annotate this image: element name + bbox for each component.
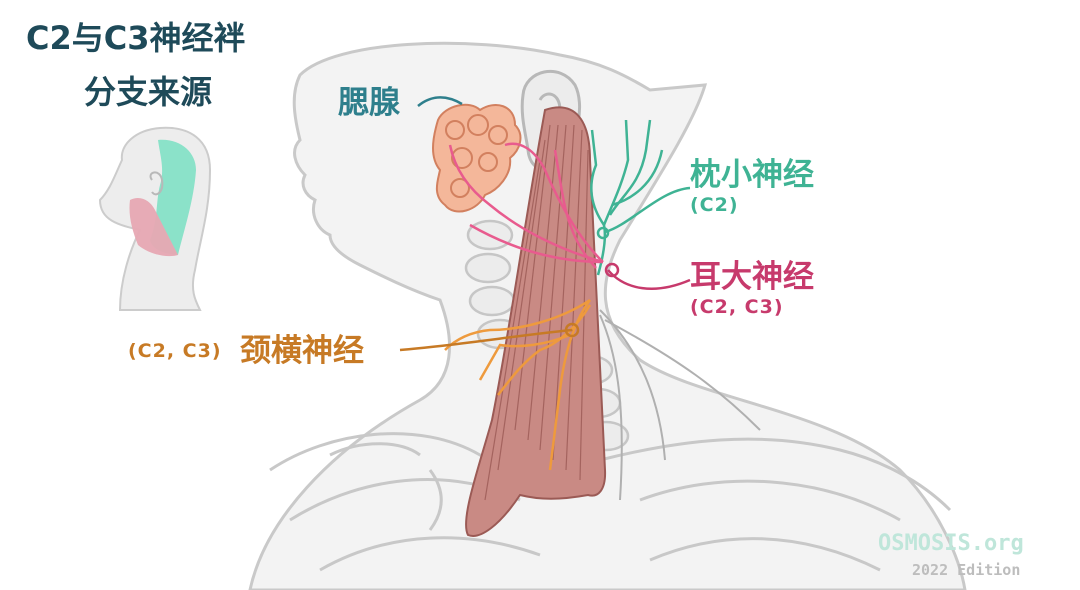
thumbnail-head-diagram	[98, 126, 212, 311]
osmosis-logo-text: OSMOSIS.org	[878, 531, 1024, 556]
parotid-label: 腮腺	[338, 85, 400, 121]
lesser-occipital-nerve	[590, 119, 664, 276]
title-line-2: 分支来源	[84, 73, 213, 111]
transverse-loop-marker	[564, 322, 580, 338]
lesser-occipital-roots: (C2)	[690, 194, 739, 216]
parotid-leader-line	[417, 96, 463, 107]
lesser-occipital-label: 枕小神经	[690, 157, 814, 193]
transverse-cervical-nerve	[444, 298, 592, 471]
supraclavicular-branches	[599, 309, 761, 501]
c2-loop-marker	[596, 226, 610, 240]
sternocleidomastoid-muscle	[465, 106, 607, 537]
clavicle-and-ribs	[269, 432, 952, 572]
title-line-1: C2与C3神经袢	[26, 19, 246, 57]
great-auricular-label: 耳大神经	[690, 259, 814, 295]
transverse-cervical-roots: (C2, C3)	[128, 340, 222, 362]
great-auricular-roots: (C2, C3)	[690, 296, 784, 318]
lesser-occipital-leader-line	[604, 186, 691, 234]
great-auricular-leader-line	[607, 269, 691, 290]
parotid-gland	[432, 103, 522, 213]
great-auricular-nerve	[448, 142, 604, 269]
c2-c3-loop-marker	[604, 262, 620, 278]
transverse-cervical-label: 颈横神经	[240, 333, 364, 369]
osmosis-logo: OSMOSIS.org	[878, 533, 1024, 555]
transverse-cervical-leader-line	[399, 328, 573, 352]
edition-label: 2022 Edition	[912, 561, 1021, 579]
